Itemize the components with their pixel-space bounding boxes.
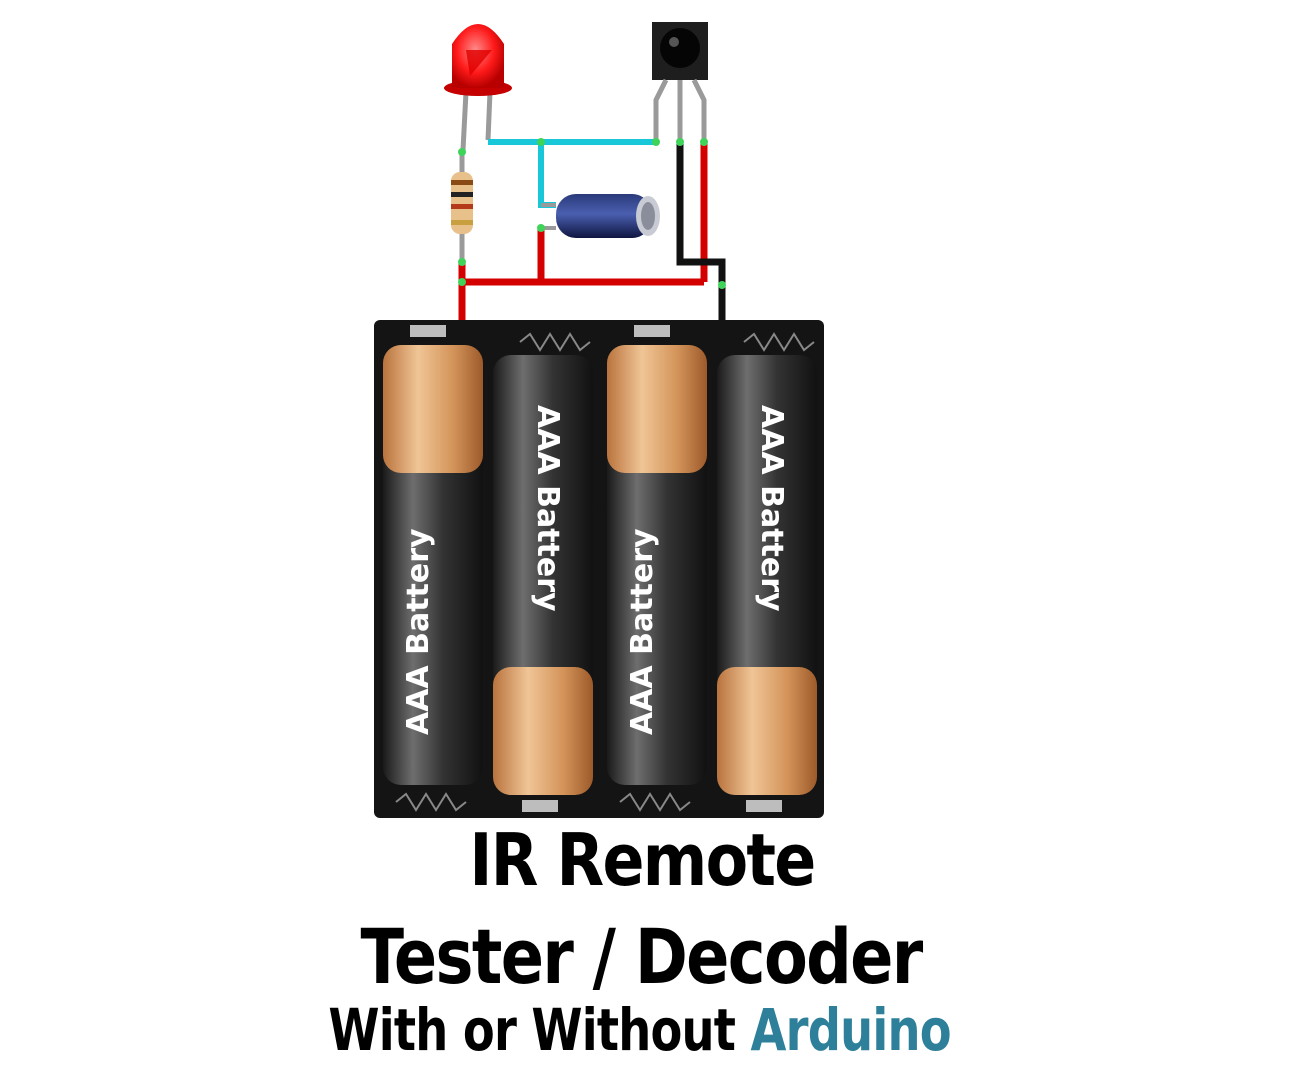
ir-receiver-icon [652,22,708,140]
ground-wire [676,142,726,322]
subtitle-prefix: With or Without [328,996,751,1064]
subtitle-accent: Arduino [750,996,952,1064]
subtitle-line: With or Without Arduino [121,996,1159,1064]
resistor-icon [451,150,473,265]
battery-3-label: AAA Battery [625,528,660,735]
battery-4-label: AAA Battery [754,405,789,612]
battery-2-label: AAA Battery [530,405,565,612]
power-wire [458,142,708,322]
battery-1: AAA Battery [383,345,483,785]
battery-1-label: AAA Battery [401,528,436,735]
battery-3: AAA Battery [607,345,707,785]
battery-holder-icon [374,320,824,818]
battery-4: AAA Battery [717,355,817,795]
junction-dots [458,138,726,289]
title-line-1: IR Remote [469,818,816,902]
led-icon [444,24,512,151]
battery-2: AAA Battery [493,355,593,795]
capacitor-icon [541,194,660,238]
title-line-2: Tester / Decoder [360,912,924,1001]
circuit-svg: AAA Battery AAA Battery AAA Battery AAA … [374,22,824,818]
